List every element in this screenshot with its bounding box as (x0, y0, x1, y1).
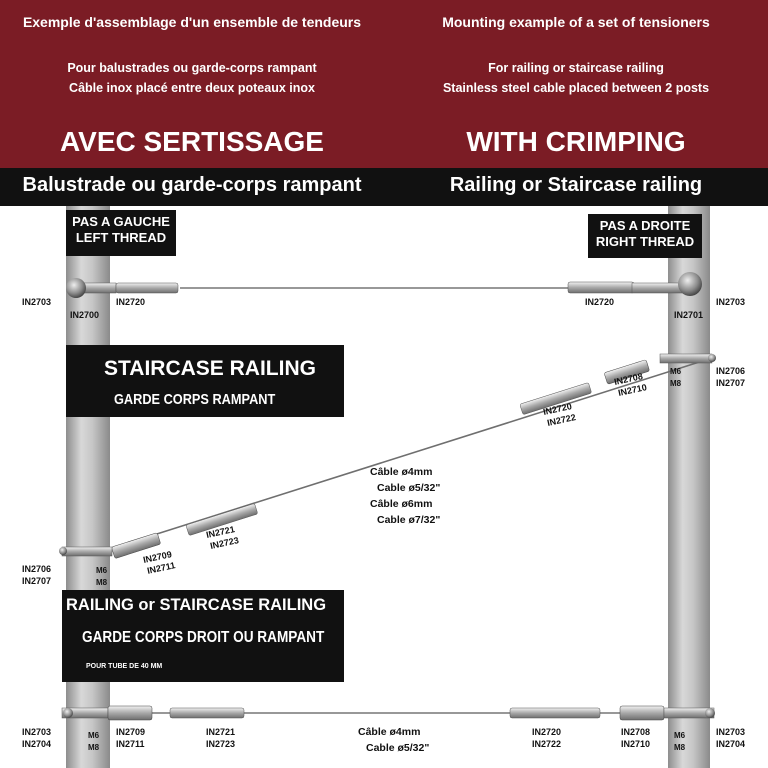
bottom-left-post-label-2: IN2704 (22, 739, 52, 749)
diag-cable-label-1: Câble ø4mm (370, 466, 433, 478)
diag-left-fitting-label-1: IN2706 (22, 564, 52, 574)
top-right-post-part-label: IN2703 (716, 297, 746, 307)
diagonal-left-fitting (61, 546, 113, 557)
top-right-knob (678, 272, 702, 296)
staircase-railing-panel: STAIRCASE RAILING GARDE CORPS RAMPANT (66, 345, 344, 417)
top-left-tensioner-label: IN2720 (116, 297, 146, 307)
railing-panel-subtitle: GARDE CORPS DROIT OU RAMPANT (82, 629, 325, 646)
bottom-left-thread-label-1: M6 (88, 731, 100, 740)
bottom-right-tensioner (509, 707, 601, 719)
diag-left-thread-label-2: M8 (96, 578, 108, 587)
right-thread-tag-fr: PAS A DROITE (599, 218, 691, 233)
top-left-tensioner (115, 282, 179, 294)
french-subtitle-line2: Câble inox placé entre deux poteaux inox (69, 81, 315, 95)
staircase-panel-subtitle: GARDE CORPS RAMPANT (114, 391, 276, 408)
top-right-stud-label: IN2701 (674, 310, 704, 320)
top-left-post-part-label: IN2703 (22, 297, 52, 307)
bottom-right-post-label-1: IN2703 (716, 727, 746, 737)
bottom-right-joint (619, 705, 665, 721)
diag-cable-label-2: Cable ø5/32" (377, 482, 441, 494)
bottom-right-thread-label-1: M6 (674, 731, 686, 740)
english-subheading: Railing or Staircase railing (449, 174, 703, 196)
diagonal-right-fitting (659, 353, 713, 364)
bottom-right-joint-label-1: IN2708 (621, 727, 651, 737)
right-post-lower (668, 592, 710, 768)
diagonal-left-joint (111, 532, 161, 559)
diagonal-right-tensioner (519, 382, 592, 415)
top-right-tensioner (567, 281, 635, 294)
english-heading: WITH CRIMPING (466, 126, 686, 157)
bottom-right-thread-label-2: M8 (674, 743, 686, 752)
bottom-left-knob (63, 708, 73, 718)
staircase-panel-title: STAIRCASE RAILING (104, 357, 316, 380)
subheading-bar (0, 168, 768, 206)
left-thread-tag: PAS A GAUCHE LEFT THREAD (66, 210, 176, 256)
bottom-cable-label-1: Câble ø4mm (358, 726, 421, 738)
bottom-cable-label-2: Cable ø5/32" (366, 742, 430, 754)
bottom-right-tensioner-label-2: IN2722 (532, 739, 562, 749)
french-subtitle-line1: Pour balustrades ou garde-corps rampant (67, 61, 317, 75)
left-thread-tag-en: LEFT THREAD (75, 230, 167, 245)
bottom-left-tensioner-label-1: IN2721 (206, 727, 236, 737)
english-title: Mounting example of a set of tensioners (442, 14, 710, 30)
bottom-right-joint-label-2: IN2710 (621, 739, 651, 749)
diag-left-fitting-label-2: IN2707 (22, 576, 52, 586)
diagonal-right-joint (604, 359, 650, 385)
bottom-right-post-label-2: IN2704 (716, 739, 746, 749)
top-left-knob (66, 278, 86, 298)
diagonal-left-knob (59, 547, 67, 555)
bottom-left-post-label-1: IN2703 (22, 727, 52, 737)
bottom-left-joint-label-2: IN2711 (116, 739, 145, 749)
french-title: Exemple d'assemblage d'un ensemble de te… (22, 14, 362, 30)
bottom-left-joint (107, 705, 153, 721)
diagonal-right-knob (708, 354, 716, 362)
top-right-tensioner-label: IN2720 (585, 297, 615, 307)
bottom-left-joint-label-1: IN2709 (116, 727, 146, 737)
bottom-left-tensioner-label-2: IN2723 (206, 739, 236, 749)
railing-panel-note: POUR TUBE DE 40 MM (86, 663, 163, 670)
right-post-upper (668, 206, 710, 592)
english-subtitle-line1: For railing or staircase railing (488, 61, 664, 75)
diag-right-fitting-label-2: IN2707 (716, 378, 746, 388)
header-banner (0, 0, 768, 168)
railing-panel: RAILING or STAIRCASE RAILING GARDE CORPS… (62, 590, 344, 682)
diagonal-cable (99, 357, 713, 553)
bottom-left-thread-label-2: M8 (88, 743, 100, 752)
diag-right-thread-label-2: M8 (670, 379, 682, 388)
french-subheading: Balustrade ou garde-corps rampant (22, 174, 362, 196)
bottom-right-tensioner-label-1: IN2720 (532, 727, 562, 737)
diag-cable-label-4: Cable ø7/32" (377, 514, 441, 526)
bottom-left-tensioner (169, 707, 245, 719)
top-left-stud-label: IN2700 (70, 310, 100, 320)
diag-right-fitting-label-1: IN2706 (716, 366, 746, 376)
diag-left-thread-label-1: M6 (96, 566, 108, 575)
english-subtitle-line2: Stainless steel cable placed between 2 p… (442, 81, 710, 95)
diag-right-thread-label-1: M6 (670, 367, 682, 376)
bottom-right-knob (705, 708, 715, 718)
right-thread-tag-en: RIGHT THREAD (595, 234, 695, 249)
right-thread-tag: PAS A DROITE RIGHT THREAD (588, 214, 702, 258)
diagonal-left-tensioner (186, 503, 258, 536)
railing-panel-title: RAILING or STAIRCASE RAILING (66, 596, 327, 614)
french-heading: AVEC SERTISSAGE (60, 126, 324, 157)
diag-cable-label-3: Câble ø6mm (370, 498, 433, 510)
left-thread-tag-fr: PAS A GAUCHE (72, 214, 170, 229)
